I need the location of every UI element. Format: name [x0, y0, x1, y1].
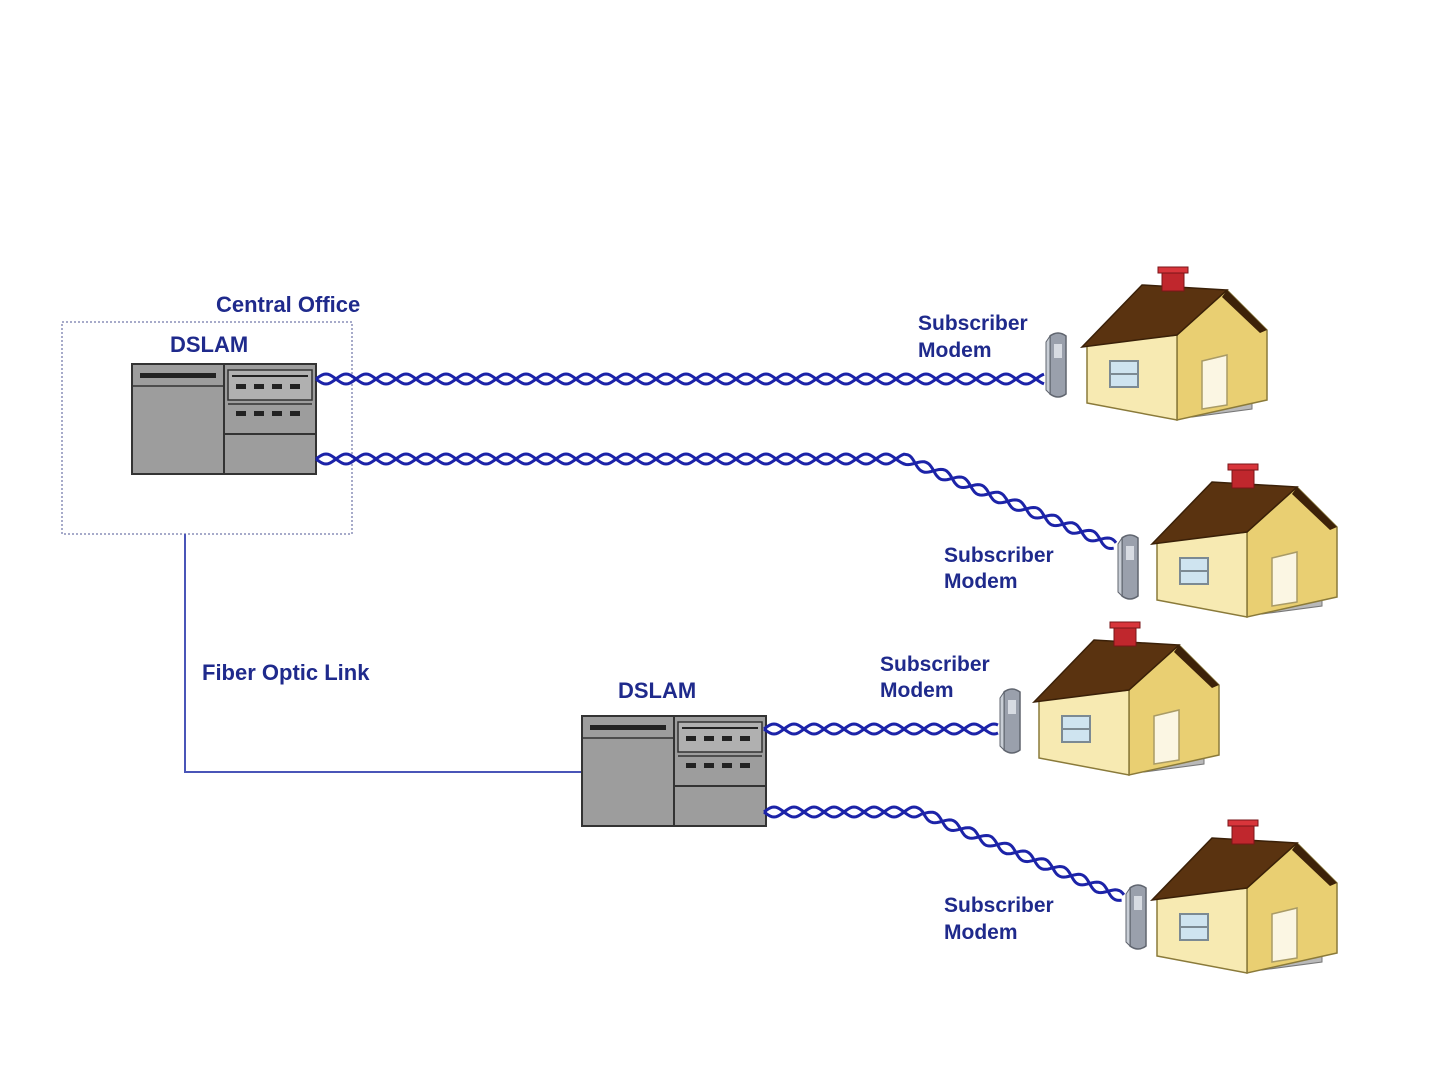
subscriber-label-line2: Modem	[918, 339, 992, 362]
subscriber-label-line1: Subscriber	[880, 653, 990, 676]
central-office-label: Central Office	[216, 292, 360, 317]
subscriber-3: Subscriber Modem	[880, 621, 1220, 776]
house-icon	[1151, 819, 1338, 974]
cable-1-wire-2	[315, 372, 1045, 386]
modem-icon	[999, 688, 1021, 754]
subscriber-1: Subscriber Modem	[918, 266, 1268, 421]
subscriber-4: Subscriber Modem	[944, 819, 1338, 974]
subscriber-2: Subscriber Modem	[944, 463, 1338, 618]
dslam-bottom-label: DSLAM	[618, 678, 696, 703]
twisted-pair-cables	[315, 372, 1126, 902]
fiber-optic-line	[184, 534, 582, 773]
fiber-link-label: Fiber Optic Link	[202, 660, 370, 685]
house-icon	[1081, 266, 1268, 421]
subscriber-label-line2: Modem	[944, 921, 1018, 944]
dslam-top-label: DSLAM	[170, 332, 248, 357]
subscriber-label-line1: Subscriber	[944, 544, 1054, 567]
subscriber-label-line1: Subscriber	[944, 894, 1054, 917]
house-icon	[1151, 463, 1338, 618]
modem-icon	[1117, 534, 1139, 600]
house-icon	[1033, 621, 1220, 776]
dslam-top-icon	[131, 363, 317, 475]
cable-4-wire-1	[763, 805, 1122, 902]
cable-3-wire-2	[763, 722, 999, 736]
cable-2-wire-2	[315, 452, 1118, 544]
cable-4-wire-2	[763, 805, 1126, 896]
central-office-box	[61, 321, 353, 535]
subscriber-label-line2: Modem	[880, 679, 954, 702]
subscriber-label-line1: Subscriber	[918, 312, 1028, 335]
cable-2-wire-1	[315, 452, 1114, 551]
dslam-bottom-icon	[581, 715, 767, 827]
subscriber-label-line2: Modem	[944, 570, 1018, 593]
modem-icon	[1125, 884, 1147, 950]
modem-icon	[1045, 332, 1067, 398]
cable-1-wire-1	[315, 372, 1045, 386]
